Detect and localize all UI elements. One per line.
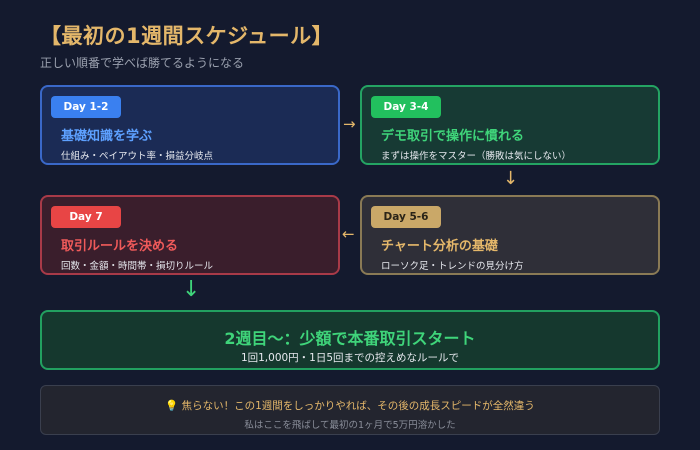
tip-note: 💡 焦らない！この1週間をしっかりやれば、その後の成長スピードが全然違う 私はこ… xyxy=(40,385,660,435)
arrow-down-icon: ↓ xyxy=(182,277,201,302)
day-badge: Day 7 xyxy=(51,206,121,228)
page-title: 【最初の1週間スケジュール】 xyxy=(40,24,334,48)
schedule-card-day-3-4: Day 3-4 デモ取引で操作に慣れる まずは操作をマスター（勝敗は気にしない） xyxy=(360,85,660,165)
card-description: 回数・金額・時間帯・損切りルール xyxy=(61,261,214,272)
card-description: ローソク足・トレンドの見分け方 xyxy=(381,261,524,272)
tip-text: 焦らない！この1週間をしっかりやれば、その後の成長スピードが全然違う xyxy=(181,400,535,412)
page-subtitle: 正しい順番で学べば勝てるようになる xyxy=(40,56,245,70)
card-title: デモ取引で操作に慣れる xyxy=(381,129,525,144)
schedule-card-day-1-2: Day 1-2 基礎知識を学ぶ 仕組み・ペイアウト率・損益分岐点 xyxy=(40,85,340,165)
card-description: 仕組み・ペイアウト率・損益分岐点 xyxy=(61,151,214,162)
week-two-banner: 2週目〜：少額で本番取引スタート 1回1,000円・1日5回までの控えめなルール… xyxy=(40,310,660,370)
lightbulb-icon: 💡 xyxy=(165,400,179,412)
day-badge: Day 5-6 xyxy=(371,206,441,228)
card-title: 基礎知識を学ぶ xyxy=(61,129,153,144)
card-title: チャート分析の基礎 xyxy=(381,239,498,254)
week-two-description: 1回1,000円・1日5回までの控えめなルールで xyxy=(240,352,460,364)
card-description: まずは操作をマスター（勝敗は気にしない） xyxy=(381,151,572,162)
week-two-title: 2週目〜：少額で本番取引スタート xyxy=(224,329,476,348)
arrow-down-icon: ↓ xyxy=(503,168,519,189)
day-badge: Day 3-4 xyxy=(371,96,441,118)
tip-main-line: 💡 焦らない！この1週間をしっかりやれば、その後の成長スピードが全然違う xyxy=(41,398,659,413)
tip-sub-line: 私はここを飛ばして最初の1ヶ月で5万円溶かした xyxy=(244,420,456,431)
day-badge: Day 1-2 xyxy=(51,96,121,118)
schedule-card-day-7: Day 7 取引ルールを決める 回数・金額・時間帯・損切りルール xyxy=(40,195,340,275)
card-title: 取引ルールを決める xyxy=(61,239,179,254)
arrow-right-icon: → xyxy=(343,115,356,133)
arrow-left-icon: ← xyxy=(342,225,355,243)
schedule-card-day-5-6: Day 5-6 チャート分析の基礎 ローソク足・トレンドの見分け方 xyxy=(360,195,660,275)
